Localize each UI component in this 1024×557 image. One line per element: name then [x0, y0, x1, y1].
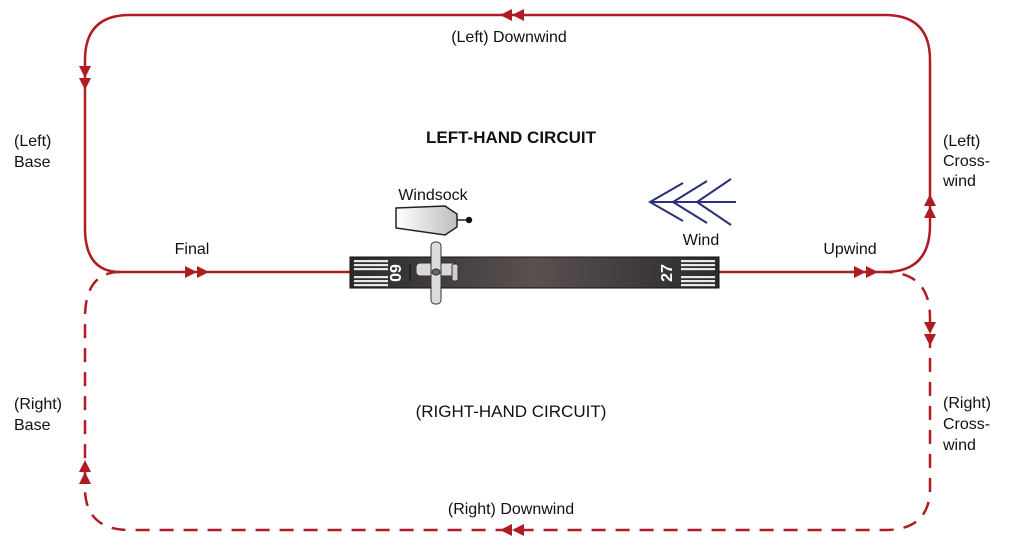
wind-direction-icon	[647, 178, 736, 226]
arrow-right-base-icon	[79, 472, 91, 484]
arrow-right-base-icon	[79, 460, 91, 472]
label-wind: Wind	[683, 232, 719, 249]
label-left-crosswind: (Left) Cross- wind	[942, 133, 995, 190]
label-left-downwind: (Left) Downwind	[451, 29, 567, 46]
left-circuit-title: LEFT-HAND CIRCUIT	[426, 128, 597, 147]
arrow-final-icon	[197, 266, 209, 278]
arrow-right-downwind-icon	[500, 524, 512, 536]
arrow-downwind-icon	[500, 9, 512, 21]
arrow-crosswind-icon	[924, 194, 936, 206]
arrow-base-icon	[79, 66, 91, 78]
label-right-base: (Right) Base	[14, 396, 66, 434]
runway-number-09: 09	[388, 264, 405, 282]
arrow-right-downwind-icon	[512, 524, 524, 536]
arrow-base-icon	[79, 78, 91, 90]
label-left-base: (Left) Base	[14, 133, 56, 171]
arrow-upwind-icon	[866, 266, 878, 278]
arrow-final-icon	[185, 266, 197, 278]
right-circuit-title: (RIGHT-HAND CIRCUIT)	[416, 402, 607, 421]
label-upwind: Upwind	[823, 241, 876, 258]
arrow-crosswind-icon	[924, 206, 936, 218]
runway-number-27: 27	[659, 264, 676, 282]
arrow-upwind-icon	[854, 266, 866, 278]
label-windsock: Windsock	[398, 187, 468, 204]
label-right-crosswind: (Right) Cross- wind	[942, 395, 995, 454]
arrow-right-crosswind-icon	[924, 334, 936, 346]
left-circuit-path	[83, 13, 932, 274]
label-right-downwind: (Right) Downwind	[448, 501, 574, 518]
label-final: Final	[175, 241, 210, 258]
threshold-markings-09	[354, 260, 388, 287]
right-circuit-path	[83, 270, 932, 532]
threshold-markings-27	[681, 260, 715, 287]
arrow-right-crosswind-icon	[924, 322, 936, 334]
aircraft-icon	[409, 241, 459, 305]
runway: 09 27	[349, 256, 720, 289]
windsock-icon	[395, 205, 473, 236]
arrow-downwind-icon	[512, 9, 524, 21]
